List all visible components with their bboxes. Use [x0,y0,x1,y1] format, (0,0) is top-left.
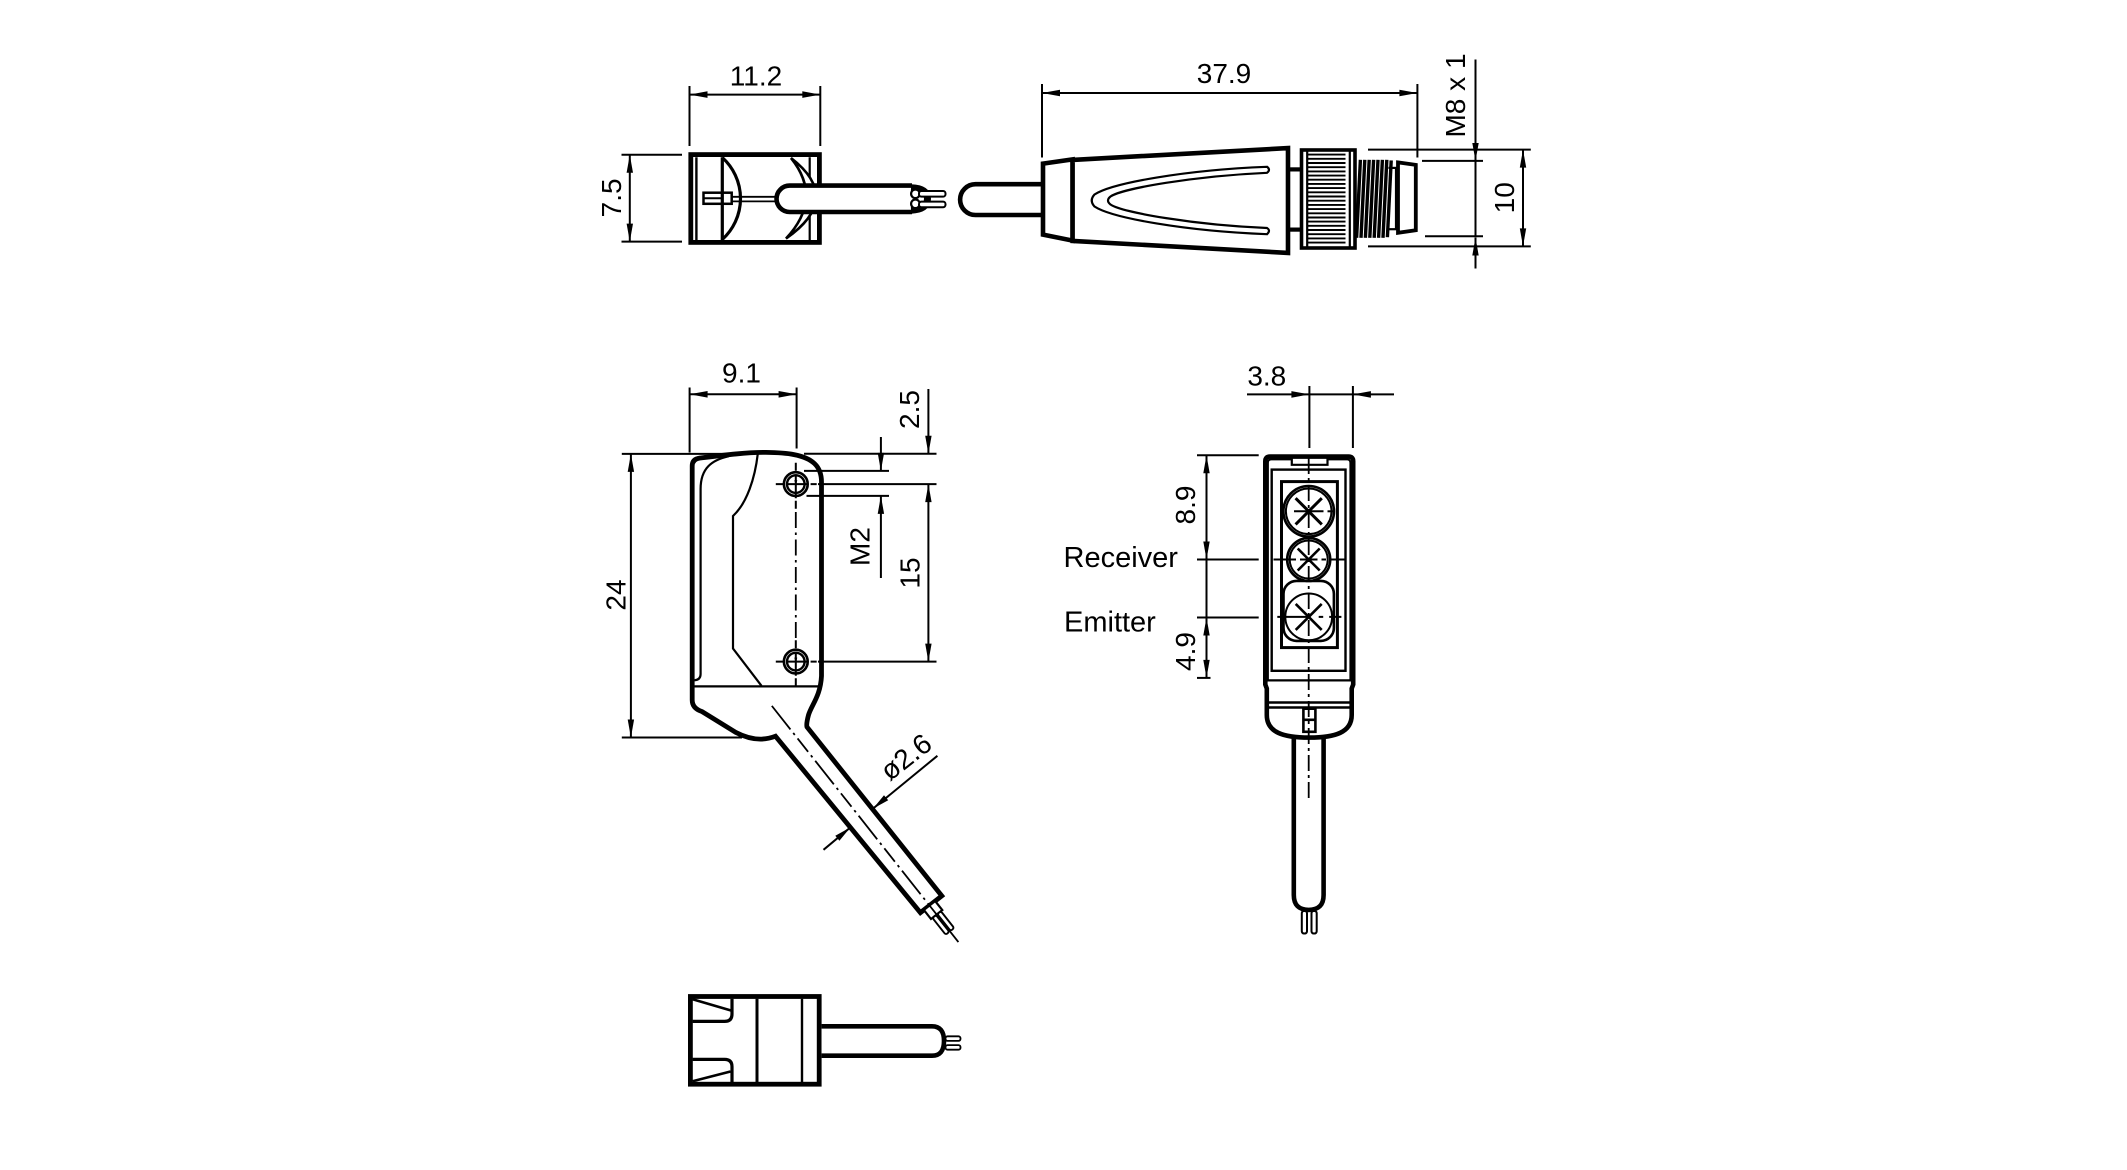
svg-text:9.1: 9.1 [722,358,761,389]
svg-text:M8 x 1: M8 x 1 [1440,53,1471,137]
svg-text:7.5: 7.5 [596,178,627,217]
svg-text:2.5: 2.5 [894,390,925,429]
svg-text:24: 24 [600,579,631,610]
svg-text:M2: M2 [845,527,876,566]
svg-text:11.2: 11.2 [730,61,782,92]
svg-text:Emitter: Emitter [1064,607,1156,639]
svg-text:Receiver: Receiver [1064,542,1179,574]
svg-text:4.9: 4.9 [1170,632,1201,671]
svg-text:3.8: 3.8 [1247,361,1286,392]
svg-text:37.9: 37.9 [1197,58,1252,89]
svg-text:15: 15 [894,557,925,588]
svg-text:10: 10 [1489,182,1520,213]
svg-text:8.9: 8.9 [1170,486,1201,525]
